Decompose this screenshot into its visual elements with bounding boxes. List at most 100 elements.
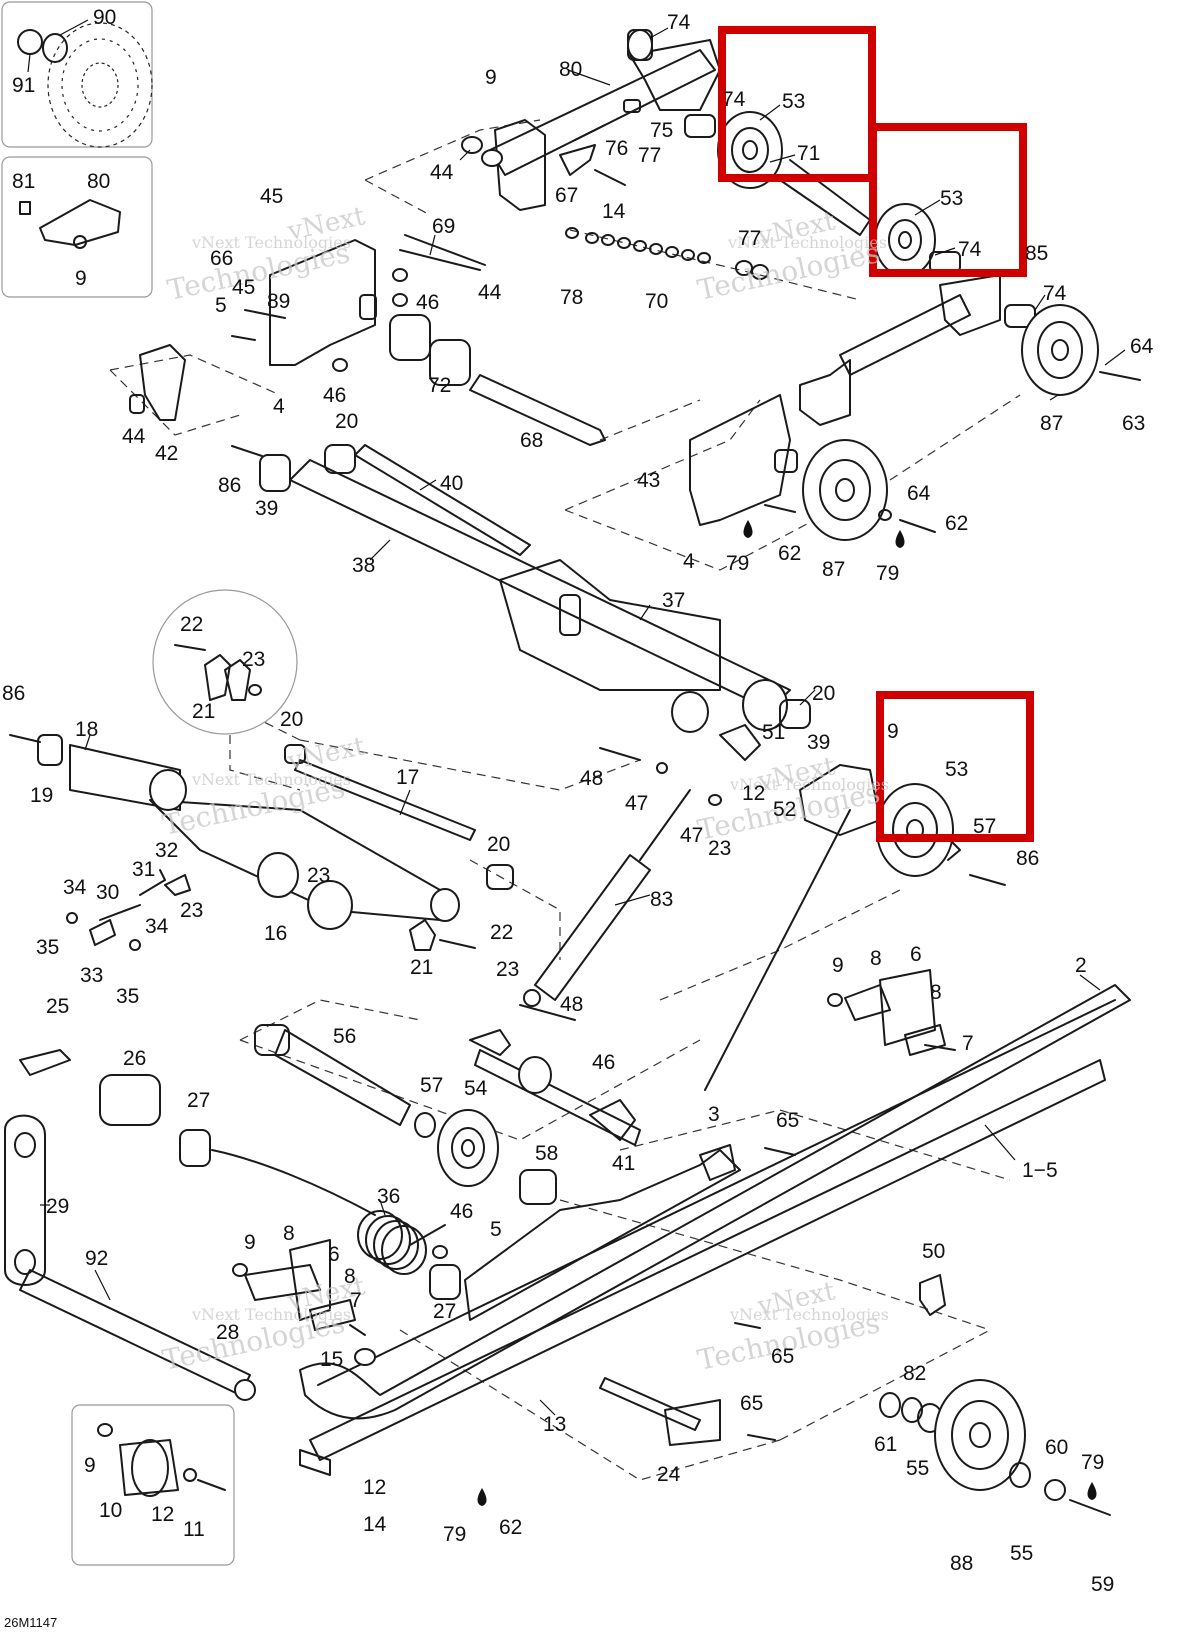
upper-side-plate-left (129, 234, 606, 446)
part-callout: 18 (75, 718, 98, 741)
oil-drop-icon (1087, 1482, 1097, 1500)
part-callout: 20 (280, 708, 303, 731)
part-callout: 8 (344, 1265, 356, 1288)
part-callout: 39 (807, 731, 830, 754)
part-callout: 74 (722, 88, 746, 111)
part-callout: 17 (396, 766, 419, 789)
part-callout: 31 (132, 858, 155, 881)
part-callout: 71 (797, 142, 820, 165)
part-callout: 6 (328, 1243, 340, 1266)
part-callout: 44 (430, 161, 454, 184)
part-callout: 48 (580, 767, 603, 790)
part-callout: 36 (377, 1185, 400, 1208)
part-callout: 2 (1075, 954, 1087, 977)
part-callout: 23 (708, 837, 731, 860)
part-callout: 65 (771, 1345, 794, 1368)
part-callout: 58 (535, 1142, 558, 1165)
part-callout: 46 (323, 384, 346, 407)
oil-drop-icon (477, 1488, 487, 1506)
inset-bracket-80 (1, 156, 153, 298)
part-callout: 82 (903, 1362, 926, 1385)
part-callout: 80 (559, 58, 582, 81)
part-callout: 25 (46, 995, 69, 1018)
part-callout: 12 (742, 782, 765, 805)
part-callout: 14 (363, 1513, 387, 1536)
part-callout: 74 (1043, 282, 1067, 305)
part-callout: 79 (1081, 1451, 1104, 1474)
part-callout: 23 (180, 899, 203, 922)
part-callout: 20 (812, 682, 835, 705)
highlight-boxes (718, 26, 1034, 842)
part-callout: 68 (520, 429, 543, 452)
part-callout: 67 (555, 184, 578, 207)
watermark-text: vNext Technologies (729, 1305, 889, 1324)
part-callout: 69 (432, 215, 455, 238)
part-callout: 48 (560, 993, 583, 1016)
part-callout: 79 (876, 562, 899, 585)
center-arm-assembly (254, 1024, 641, 1205)
part-callout: 56 (333, 1025, 356, 1048)
part-callout: 52 (773, 798, 796, 821)
part-callout: 22 (180, 613, 203, 636)
part-callout: 8 (283, 1222, 295, 1245)
part-callout: 77 (738, 227, 761, 250)
part-callout: 86 (1016, 847, 1039, 870)
torsion-spring (99, 1074, 461, 1300)
part-callout: 45 (260, 185, 283, 208)
part-callout: 59 (1091, 1573, 1114, 1596)
part-callout: 33 (80, 964, 103, 987)
part-callout: 20 (487, 833, 510, 856)
part-callout: 8 (870, 947, 882, 970)
part-callout: 85 (1025, 242, 1048, 265)
leader-lines (27, 19, 1126, 1416)
part-callout: 87 (822, 558, 845, 581)
part-callout: 13 (543, 1413, 566, 1436)
inset-spacer-block (71, 1404, 235, 1566)
part-callout: 29 (46, 1195, 69, 1218)
assembly-guide-lines (109, 119, 1021, 1481)
watermarks: vNext Technologies vNext Technologies vN… (160, 201, 889, 1377)
rear-wheel-88 (879, 1379, 1111, 1516)
slide-rail-assembly (299, 984, 1131, 1476)
part-callout: 21 (192, 700, 215, 723)
part-callout: 14 (602, 200, 626, 223)
part-callout: 88 (950, 1552, 973, 1575)
part-callout: 26 (123, 1047, 146, 1070)
part-callout: 60 (1045, 1436, 1068, 1459)
rear-side-plate-right (689, 394, 936, 541)
inset-tensioner-wheel (1, 1, 153, 148)
part-callout: 64 (907, 482, 931, 505)
part-callout: 27 (433, 1300, 456, 1323)
watermark-text: vNext Technologies (729, 775, 889, 794)
bottom-bracket-set (232, 969, 956, 1336)
part-callout: 11 (183, 1518, 205, 1541)
part-callout: 24 (657, 1463, 681, 1486)
part-callout: 16 (264, 922, 287, 945)
part-callout: 5 (215, 294, 227, 317)
part-callout: 23 (307, 864, 330, 887)
part-callout: 65 (776, 1109, 799, 1132)
part-callout: 51 (762, 721, 785, 744)
front-arm-assembly (9, 734, 514, 951)
part-callout: 46 (416, 291, 439, 314)
part-callout: 9 (887, 720, 899, 743)
part-callout: 53 (782, 90, 805, 113)
part-callout: 9 (75, 267, 87, 290)
part-callout: 28 (216, 1321, 239, 1344)
part-callout: 20 (335, 410, 358, 433)
part-callout: 12 (151, 1503, 174, 1526)
part-callout: 78 (560, 286, 583, 309)
part-callout: 1−5 (1022, 1159, 1058, 1182)
part-callout: 86 (218, 474, 241, 497)
part-callout: 70 (645, 290, 668, 313)
part-callout: 39 (255, 497, 278, 520)
part-callout: 62 (945, 512, 968, 535)
part-callout: 7 (350, 1289, 362, 1312)
part-callout: 87 (1040, 412, 1063, 435)
part-callouts: 90 91 81 80 9 74 74 80 9 53 71 75 76 77 … (2, 6, 1154, 1596)
part-callout: 38 (352, 554, 375, 577)
part-callout: 43 (637, 469, 660, 492)
part-callout: 46 (592, 1051, 615, 1074)
part-callout: 63 (1122, 412, 1145, 435)
